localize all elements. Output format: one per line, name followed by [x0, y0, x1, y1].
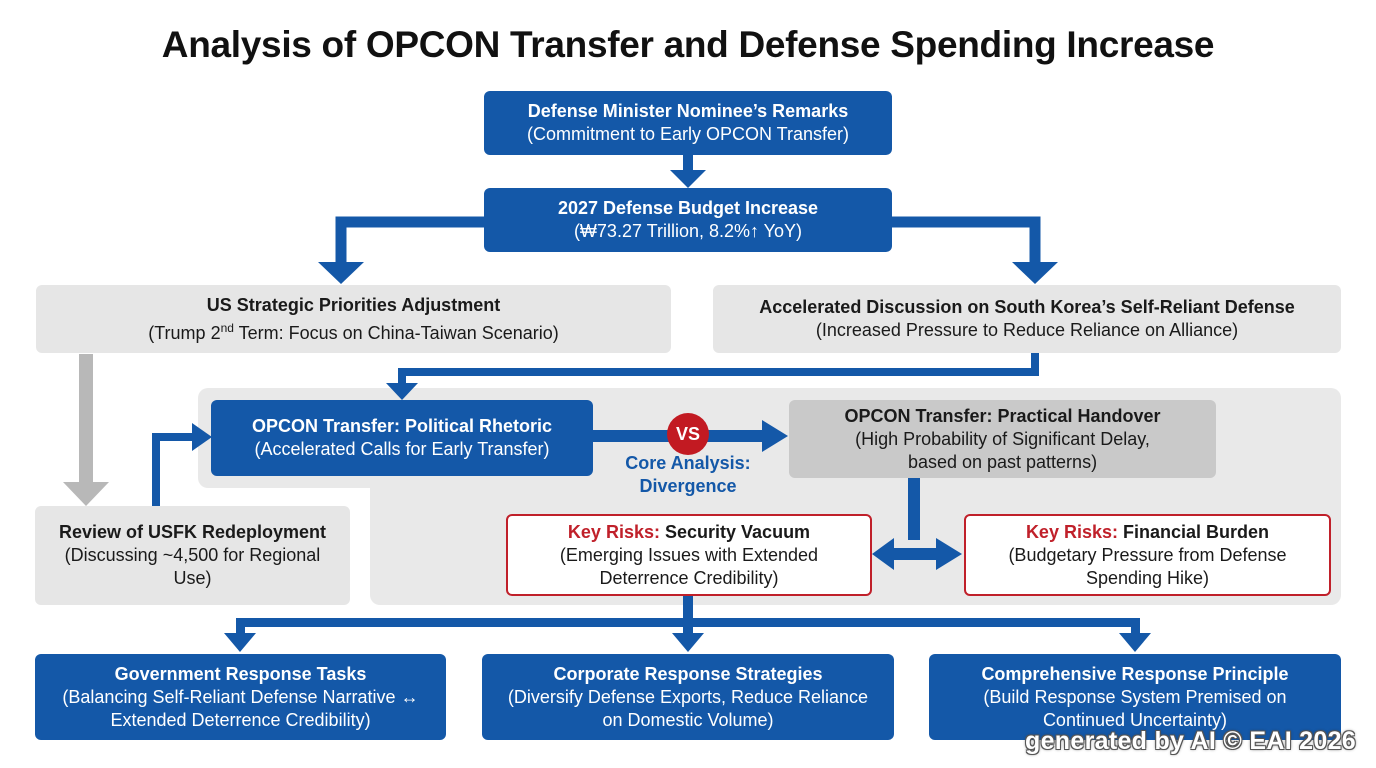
node-detail: (Increased Pressure to Reduce Reliance o… [815, 320, 1239, 340]
node-budget-increase: 2027 Defense Budget Increase (₩73.27 Tri… [484, 188, 892, 252]
ai-watermark: generated by AI © EAI 2026 [1025, 727, 1356, 755]
node-heading: 2027 Defense Budget Increase [557, 198, 819, 218]
node-heading: Government Response Tasks [114, 663, 367, 684]
arrow-selfreliant-rhetoric [398, 352, 1039, 386]
arrow-to-responses [683, 596, 693, 626]
vs-badge: VS [667, 413, 709, 455]
arrow-usfk-rhetoric [152, 433, 196, 506]
node-heading: OPCON Transfer: Political Rhetoric [251, 416, 553, 436]
page-title: Analysis of OPCON Transfer and Defense S… [161, 24, 1215, 65]
node-detail: (Budgetary Pressure from Defense Spendin… [1008, 544, 1287, 588]
node-detail: (Trump 2nd Term: Focus on China-Taiwan S… [148, 320, 559, 343]
node-response-principle: Comprehensive Response Principle (Build … [929, 654, 1341, 740]
node-self-reliant-defense: Accelerated Discussion on South Korea’s … [713, 285, 1341, 353]
arrow-us-usfk [79, 354, 93, 484]
node-heading: OPCON Transfer: Practical Handover [844, 405, 1161, 426]
node-usfk-redeployment: Review of USFK Redeployment (Discussing … [35, 506, 350, 605]
node-political-rhetoric: OPCON Transfer: Political Rhetoric (Acce… [211, 400, 593, 476]
node-detail: (Emerging Issues with Extended Deterrenc… [559, 544, 819, 588]
node-heading: Key Risks: Financial Burden [1025, 521, 1270, 542]
node-detail: (Build Response System Premised on Conti… [983, 686, 1287, 730]
node-heading: US Strategic Priorities Adjustment [206, 294, 501, 315]
node-practical-handover: OPCON Transfer: Practical Handover (High… [789, 400, 1216, 478]
node-heading: Defense Minister Nominee’s Remarks [527, 101, 849, 121]
core-analysis-label: Core Analysis: Divergence [625, 453, 751, 496]
node-heading: Corporate Response Strategies [553, 663, 823, 684]
node-risk-security-vacuum: Key Risks: Security Vacuum (Emerging Iss… [506, 514, 872, 596]
node-detail: (Discussing ~4,500 for Regional Use) [64, 545, 321, 588]
node-nominee-remarks: Defense Minister Nominee’s Remarks (Comm… [484, 91, 892, 155]
node-detail: (Diversify Defense Exports, Reduce Relia… [507, 686, 869, 730]
node-detail: (High Probability of Significant Delay, … [855, 428, 1150, 472]
node-heading: Key Risks: Security Vacuum [567, 521, 811, 542]
arrow-nominee-budget [683, 155, 693, 173]
node-corporate-response: Corporate Response Strategies (Diversify… [482, 654, 894, 740]
node-detail: (Accelerated Calls for Early Transfer) [254, 439, 550, 459]
arrow-budget-us [335, 216, 485, 266]
node-us-priorities: US Strategic Priorities Adjustment (Trum… [36, 285, 671, 353]
arrow-handover-risks [908, 478, 920, 540]
node-detail: (Balancing Self-Reliant Defense Narrativ… [62, 686, 419, 730]
node-government-response: Government Response Tasks (Balancing Sel… [35, 654, 446, 740]
node-risk-financial-burden: Key Risks: Financial Burden (Budgetary P… [964, 514, 1331, 596]
node-heading: Accelerated Discussion on South Korea’s … [759, 297, 1295, 317]
node-detail: (Commitment to Early OPCON Transfer) [526, 124, 850, 144]
arrow-budget-selfreliant [891, 216, 1041, 266]
node-detail: (₩73.27 Trillion, 8.2%↑ YoY) [573, 221, 803, 241]
node-heading: Review of USFK Redeployment [58, 522, 327, 542]
node-heading: Comprehensive Response Principle [981, 663, 1289, 684]
